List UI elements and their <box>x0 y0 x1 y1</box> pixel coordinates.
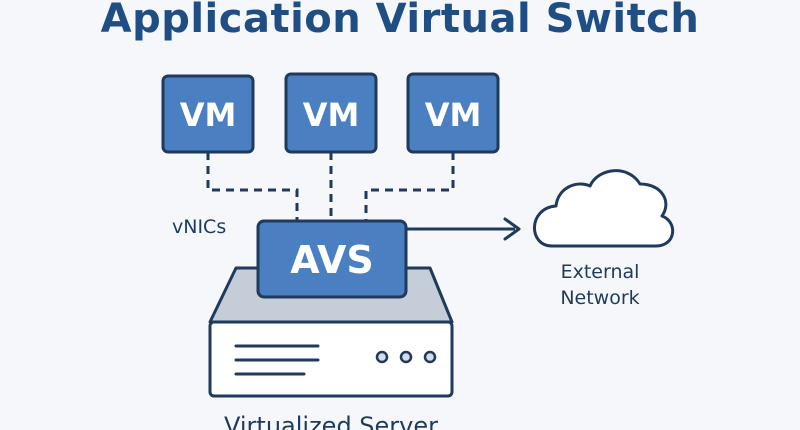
avs-switch: AVS <box>256 219 408 299</box>
vm-box-3 <box>406 72 500 154</box>
vnic-connector-1 <box>206 152 299 220</box>
vm-3: VM <box>406 72 500 154</box>
server-label: Virtualized Server <box>224 412 438 430</box>
server-front <box>208 320 454 398</box>
vnic-connectors <box>206 152 455 220</box>
external-network-label-line2: Network <box>560 287 639 309</box>
uplink-arrow <box>406 217 521 241</box>
vm-label-1: VM <box>180 96 237 134</box>
server-led-1 <box>375 350 389 364</box>
vm-label-2: VM <box>303 96 360 134</box>
diagram-title: Application Virtual Switch <box>100 0 700 42</box>
vm-2: VM <box>284 72 378 154</box>
server-led-2 <box>399 350 413 364</box>
vnics-label: vNICs <box>172 216 226 238</box>
vnic-connector-3 <box>364 152 455 220</box>
server-led-3 <box>423 350 437 364</box>
avs-label: AVS <box>290 238 374 282</box>
vm-box-2 <box>284 72 378 154</box>
vm-label-3: VM <box>425 96 482 134</box>
avs-box <box>256 219 408 299</box>
vm-box-1 <box>161 74 255 154</box>
external-network-label-line1: External <box>561 261 640 283</box>
vm-1: VM <box>161 74 255 154</box>
cloud-icon <box>533 169 674 248</box>
